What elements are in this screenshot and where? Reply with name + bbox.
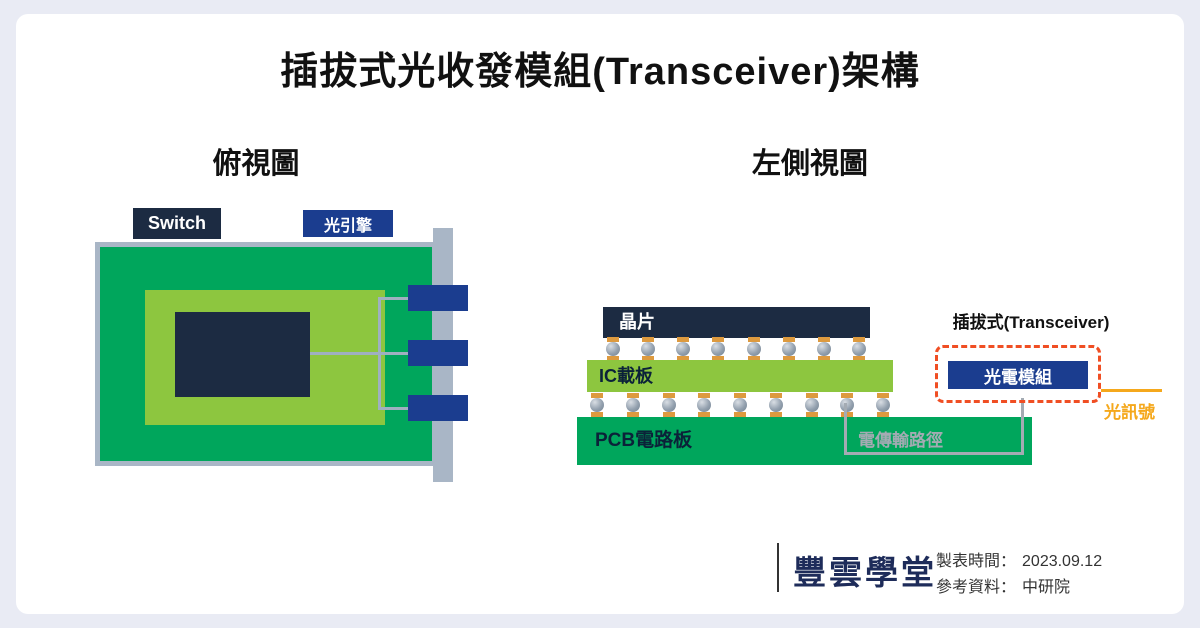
publish-date-row: 製表時間： 2023.09.12 bbox=[936, 547, 1102, 571]
optical-signal-line bbox=[1101, 389, 1162, 392]
optical-signal-label: 光訊號 bbox=[1104, 403, 1155, 422]
source-label: 參考資料： bbox=[936, 579, 1017, 596]
solder-balls-row bbox=[606, 336, 866, 361]
solder-ball bbox=[851, 336, 866, 361]
electrical-path-line bbox=[1021, 398, 1024, 455]
solder-ball bbox=[733, 392, 747, 417]
optical-engine-label: 光引擎 bbox=[303, 210, 393, 237]
transceiver-port bbox=[408, 340, 468, 366]
solder-ball bbox=[641, 336, 656, 361]
solder-ball bbox=[661, 392, 676, 417]
publish-date-label: 製表時間： bbox=[936, 553, 1017, 570]
solder-ball bbox=[804, 392, 819, 417]
solder-ball bbox=[711, 336, 726, 361]
brand-logo: 豐雲學堂 bbox=[793, 554, 937, 591]
solder-ball bbox=[606, 336, 620, 361]
side-view-title: 左側視圖 bbox=[751, 148, 868, 180]
transceiver-dashed-outline bbox=[935, 345, 1101, 403]
electrical-path-label: 電傳輸路徑 bbox=[858, 431, 943, 450]
transceiver-port bbox=[408, 285, 468, 311]
source-row: 參考資料： 中研院 bbox=[936, 573, 1070, 597]
solder-ball bbox=[781, 336, 796, 361]
solder-ball bbox=[676, 336, 691, 361]
solder-ball bbox=[625, 392, 640, 417]
optical-module-box: 光電模組 bbox=[948, 361, 1088, 389]
connector-line bbox=[310, 352, 408, 355]
page-title: 插拔式光收發模組(Transceiver)架構 bbox=[280, 51, 920, 93]
electrical-path-line bbox=[844, 403, 847, 455]
solder-ball bbox=[876, 392, 890, 417]
switch-die bbox=[175, 312, 310, 397]
top-view-title: 俯視圖 bbox=[212, 148, 300, 180]
publish-date-value: 2023.09.12 bbox=[1022, 553, 1103, 570]
footer-divider bbox=[777, 543, 779, 592]
pcb-bar: PCB電路板 bbox=[577, 417, 1032, 465]
connector-line bbox=[378, 297, 381, 409]
solder-ball bbox=[816, 336, 831, 361]
solder-ball bbox=[697, 392, 712, 417]
connector-line bbox=[378, 407, 410, 410]
transceiver-label: 插拔式(Transceiver) bbox=[952, 313, 1110, 332]
solder-ball bbox=[840, 392, 855, 417]
ic-substrate-bar: IC載板 bbox=[587, 360, 893, 392]
source-value: 中研院 bbox=[1022, 579, 1071, 596]
switch-label: Switch bbox=[133, 208, 221, 239]
solder-ball bbox=[746, 336, 761, 361]
connector-line bbox=[378, 297, 410, 300]
electrical-path-line bbox=[844, 452, 1024, 455]
solder-ball bbox=[590, 392, 604, 417]
solder-ball bbox=[768, 392, 783, 417]
solder-balls-row bbox=[590, 392, 890, 417]
chip-bar: 晶片 bbox=[603, 307, 870, 338]
transceiver-port bbox=[408, 395, 468, 421]
